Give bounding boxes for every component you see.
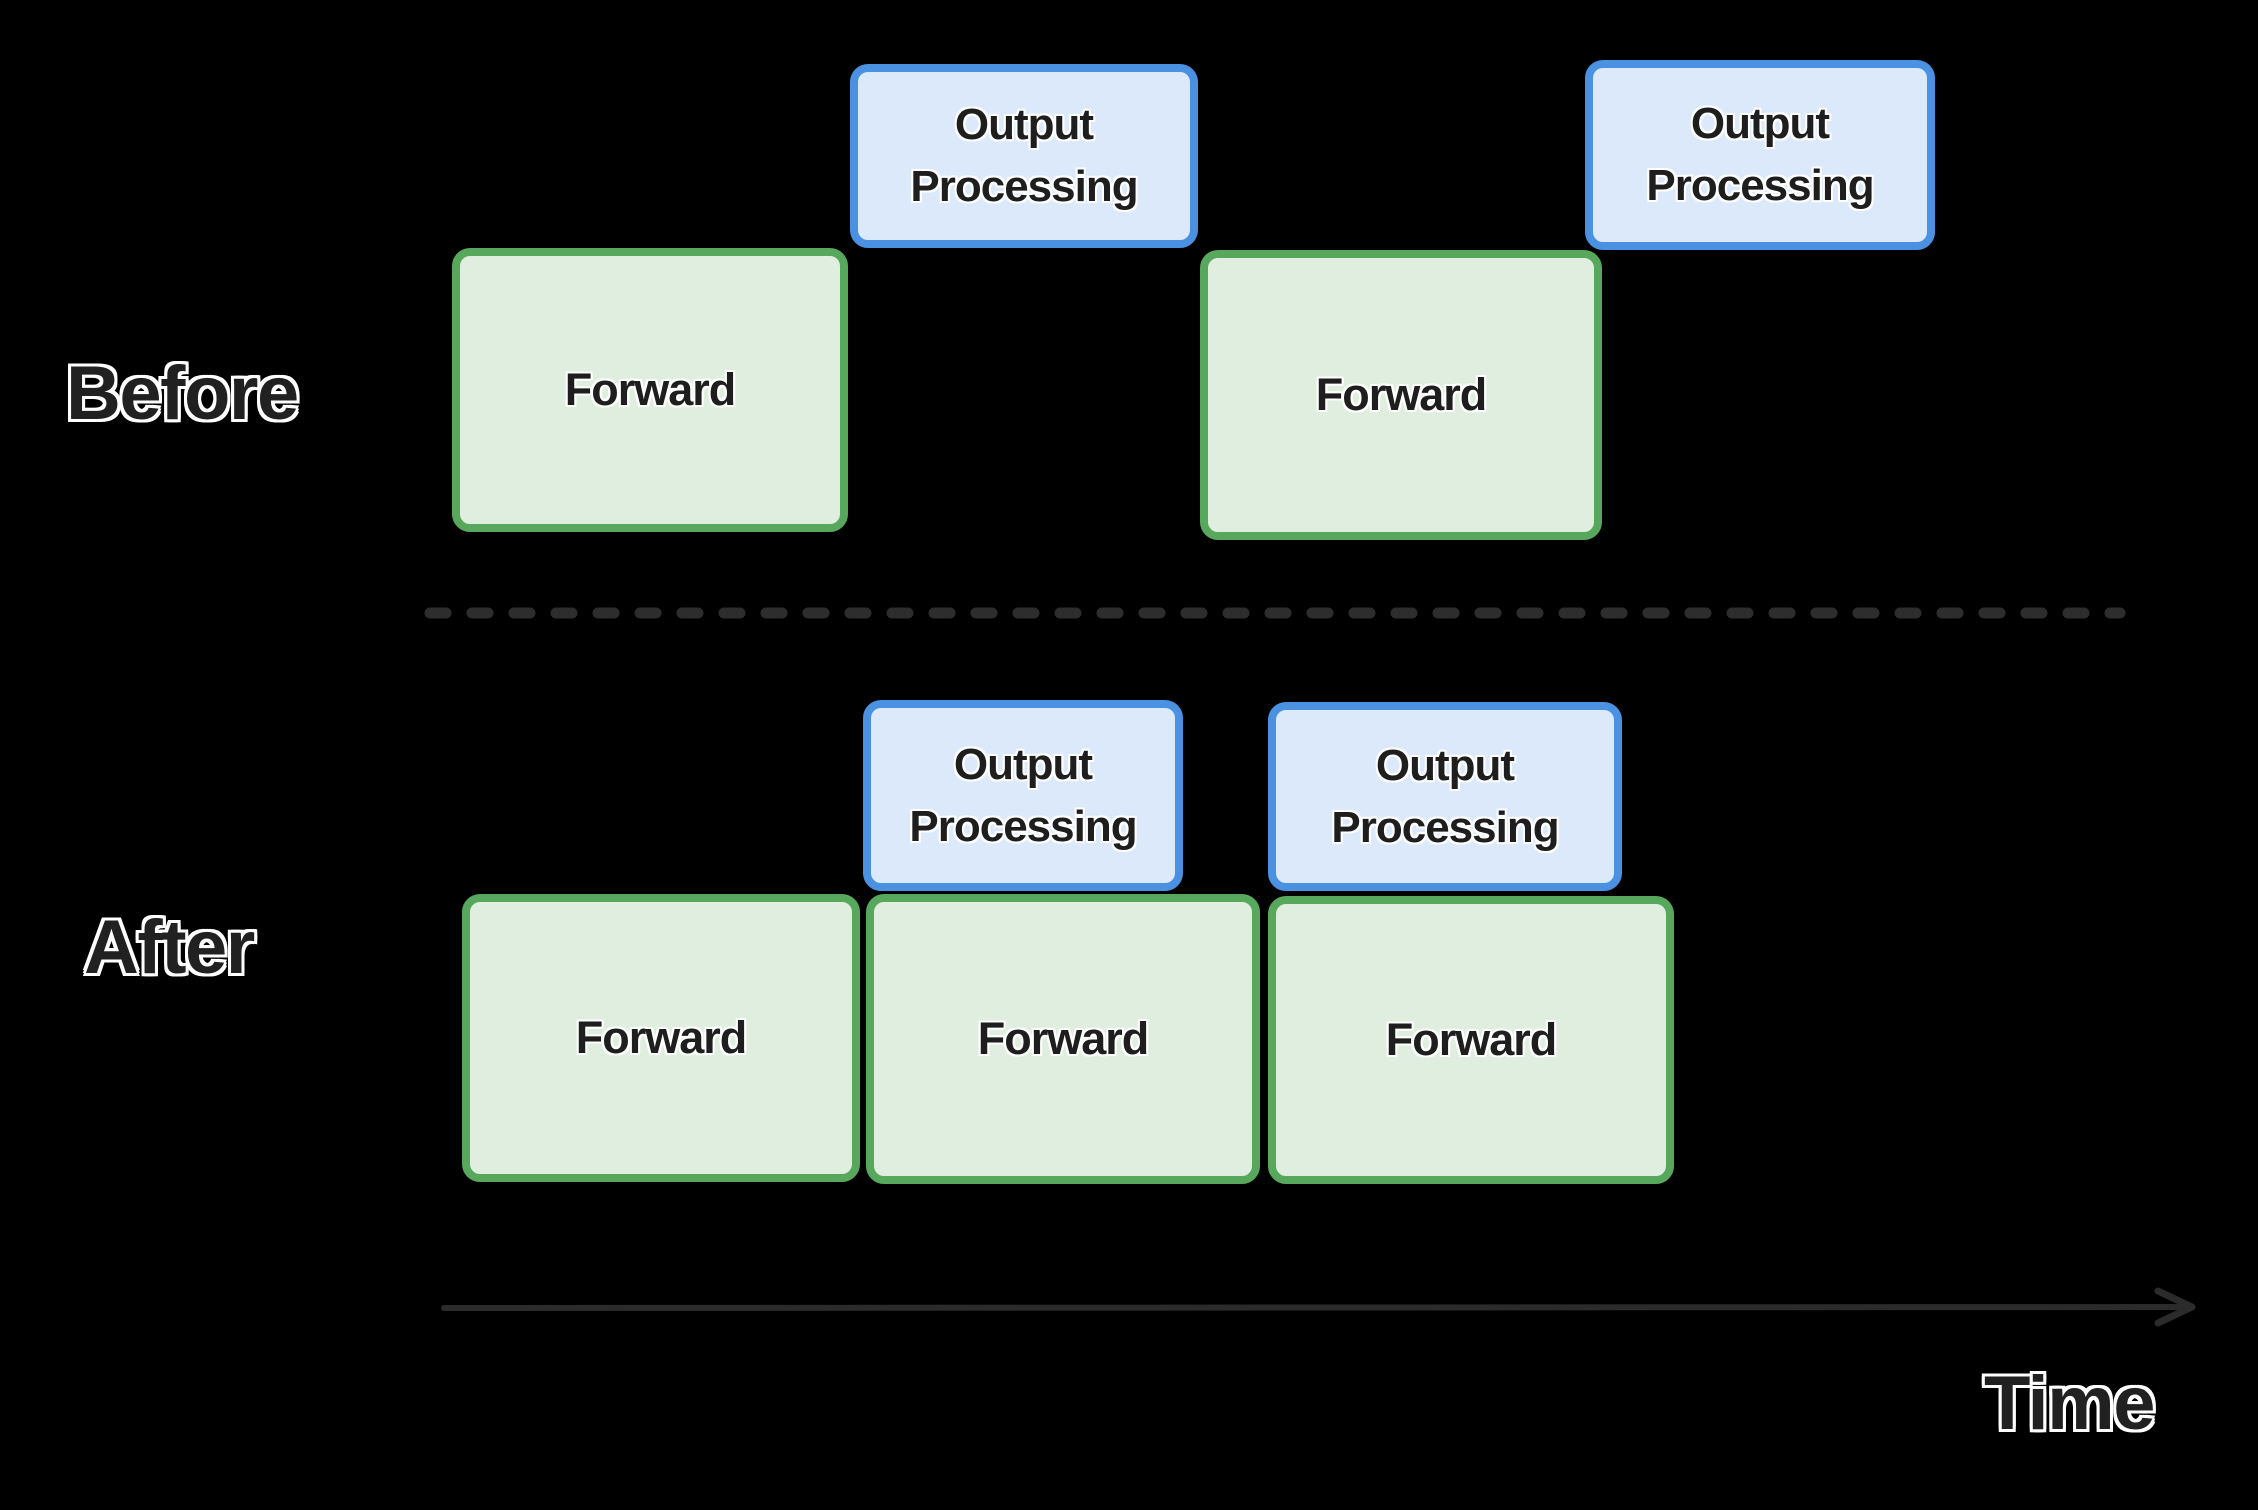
before-section-label: Before — [66, 351, 299, 436]
forward-block: Forward — [452, 248, 848, 532]
forward-block-label: Forward — [1385, 1014, 1558, 1065]
forward-block-label: Forward — [1315, 369, 1488, 420]
time-axis-arrow-icon — [441, 1287, 2196, 1327]
output-processing-block: Output Processing — [1268, 702, 1622, 891]
output-processing-block-label: Output Processing — [1646, 99, 1874, 210]
forward-block: Forward — [1268, 896, 1674, 1184]
forward-block: Forward — [1200, 250, 1602, 540]
output-processing-block: Output Processing — [863, 700, 1183, 891]
output-processing-block-label: Output Processing — [910, 100, 1138, 211]
after-section-label: After — [84, 905, 255, 990]
time-axis-label: Time — [1984, 1361, 2156, 1446]
forward-block-label: Forward — [575, 1012, 748, 1063]
dashed-divider-line — [424, 607, 2126, 619]
output-processing-block-label: Output Processing — [1331, 740, 1559, 852]
forward-block-label: Forward — [564, 364, 737, 415]
forward-block: Forward — [866, 894, 1260, 1184]
forward-block: Forward — [462, 894, 860, 1182]
output-processing-block-label: Output Processing — [909, 739, 1137, 851]
output-processing-block: Output Processing — [850, 64, 1198, 248]
forward-block-label: Forward — [977, 1013, 1150, 1064]
output-processing-block: Output Processing — [1585, 60, 1935, 250]
